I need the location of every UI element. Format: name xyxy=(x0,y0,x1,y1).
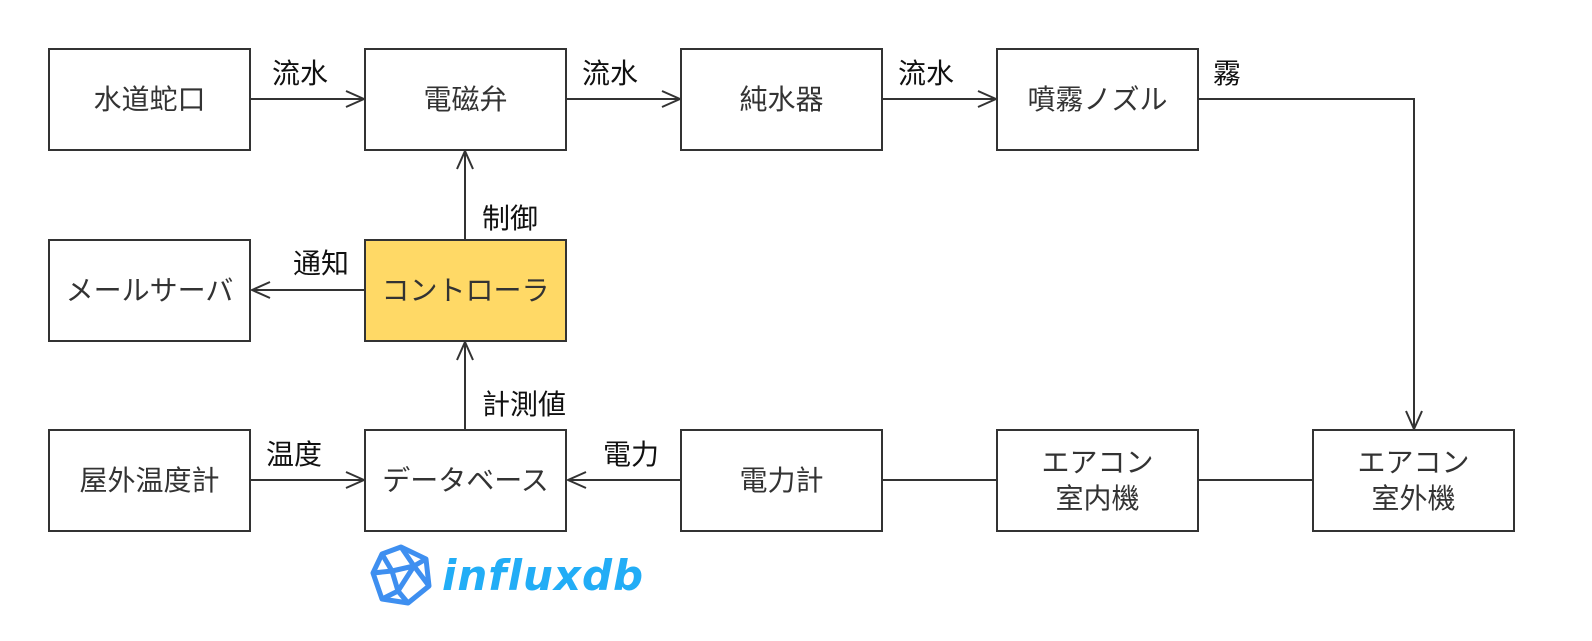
node-mail-server-label: メールサーバ xyxy=(65,273,234,307)
node-ac-indoor-line2: 室内機 xyxy=(1055,481,1140,515)
node-ac-outdoor-line2: 室外機 xyxy=(1371,481,1456,515)
node-database: データベース xyxy=(364,429,567,532)
edge-label-faucet-to-valve: 流水 xyxy=(272,57,329,90)
node-mist-nozzle-label: 噴霧ノズル xyxy=(1027,82,1168,116)
node-ac-outdoor-line1: エアコン xyxy=(1357,445,1470,479)
edge-label-purifier-to-nozzle: 流水 xyxy=(898,57,955,90)
influxdb-logo: influxdb xyxy=(370,544,644,606)
node-solenoid-valve-label: 電磁弁 xyxy=(423,82,508,116)
edge-nozzle-to-outdoor xyxy=(1198,98,1414,429)
node-water-purifier: 純水器 xyxy=(680,48,883,151)
edge-label-controller-to-mail: 通知 xyxy=(293,247,350,280)
edge-label-thermometer-to-database: 温度 xyxy=(266,438,323,471)
node-mail-server: メールサーバ xyxy=(48,239,251,342)
node-ac-indoor: エアコン 室内機 xyxy=(996,429,1199,532)
node-water-purifier-label: 純水器 xyxy=(739,82,824,116)
node-controller: コントローラ xyxy=(364,239,567,342)
node-mist-nozzle: 噴霧ノズル xyxy=(996,48,1199,151)
edge-label-controller-to-valve: 制御 xyxy=(482,202,539,235)
edge-label-nozzle-to-outdoor: 霧 xyxy=(1213,57,1242,90)
node-power-meter-label: 電力計 xyxy=(739,463,824,497)
node-power-meter: 電力計 xyxy=(680,429,883,532)
edge-label-valve-to-purifier: 流水 xyxy=(582,57,639,90)
influxdb-logo-text: influxdb xyxy=(442,550,645,600)
node-faucet-label: 水道蛇口 xyxy=(93,82,206,116)
node-ac-indoor-line1: エアコン xyxy=(1041,445,1154,479)
node-thermometer-label: 屋外温度計 xyxy=(79,463,220,497)
node-faucet: 水道蛇口 xyxy=(48,48,251,151)
node-controller-label: コントローラ xyxy=(381,273,550,307)
edge-label-powermeter-to-database: 電力 xyxy=(603,438,660,471)
node-ac-outdoor: エアコン 室外機 xyxy=(1312,429,1515,532)
node-database-label: データベース xyxy=(382,463,549,497)
edge-label-database-to-controller: 計測値 xyxy=(482,388,567,421)
node-solenoid-valve: 電磁弁 xyxy=(364,48,567,151)
influxdb-icon xyxy=(370,544,432,606)
node-thermometer: 屋外温度計 xyxy=(48,429,251,532)
